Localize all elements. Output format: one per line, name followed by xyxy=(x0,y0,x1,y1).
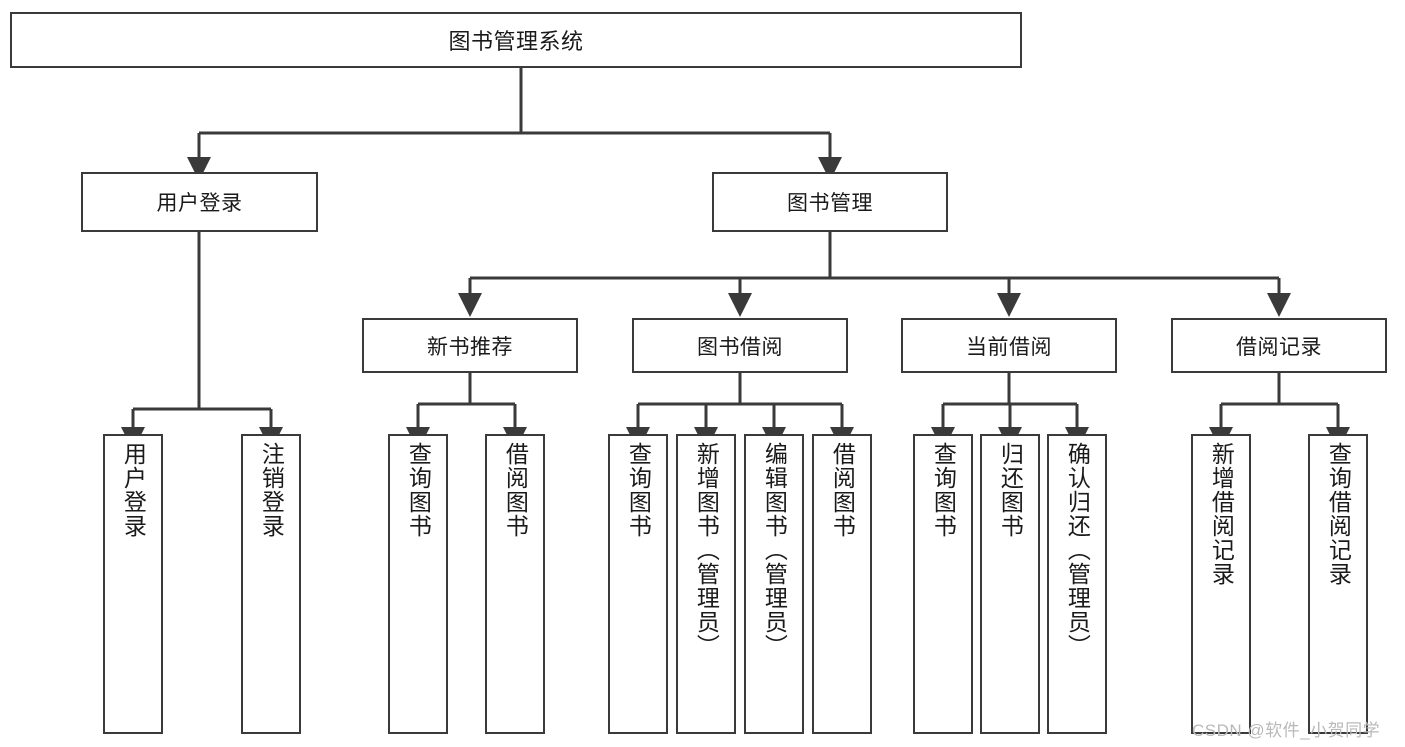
leaf-logout[interactable]: 注销登录 xyxy=(241,434,301,734)
leaf-query-book-borrow-label: 查询图书 xyxy=(625,442,652,538)
node-current-borrow-label: 当前借阅 xyxy=(966,335,1052,359)
node-root[interactable]: 图书管理系统 xyxy=(10,12,1022,68)
node-book-borrow-label: 图书借阅 xyxy=(697,335,783,359)
node-book-borrow[interactable]: 图书借阅 xyxy=(632,318,848,373)
leaf-confirm-return-admin[interactable]: 确认归还（管理员） xyxy=(1047,434,1107,734)
node-user-login[interactable]: 用户登录 xyxy=(81,172,318,232)
leaf-user-login-label: 用户登录 xyxy=(120,442,147,538)
node-borrow-records-label: 借阅记录 xyxy=(1236,335,1322,359)
leaf-confirm-return-admin-label: 确认归还（管理员） xyxy=(1064,442,1091,658)
leaf-borrow-book-recommend[interactable]: 借阅图书 xyxy=(485,434,545,734)
node-user-login-label: 用户登录 xyxy=(156,192,243,215)
leaf-query-book-recommend-label: 查询图书 xyxy=(405,442,432,538)
leaf-user-login[interactable]: 用户登录 xyxy=(103,434,163,734)
leaf-borrow-book-label: 借阅图书 xyxy=(829,442,856,538)
leaf-query-book-recommend[interactable]: 查询图书 xyxy=(388,434,448,734)
node-new-book-recommend[interactable]: 新书推荐 xyxy=(362,318,578,373)
node-root-label: 图书管理系统 xyxy=(448,29,584,54)
leaf-add-book-admin-label: 新增图书（管理员） xyxy=(693,442,720,658)
leaf-return-book[interactable]: 归还图书 xyxy=(980,434,1040,734)
leaf-query-borrow-record[interactable]: 查询借阅记录 xyxy=(1308,434,1368,734)
leaf-add-book-admin[interactable]: 新增图书（管理员） xyxy=(676,434,736,734)
leaf-borrow-book-recommend-label: 借阅图书 xyxy=(502,442,529,538)
node-book-management[interactable]: 图书管理 xyxy=(712,172,948,232)
node-new-book-recommend-label: 新书推荐 xyxy=(427,335,513,359)
leaf-edit-book-admin-label: 编辑图书（管理员） xyxy=(761,442,788,658)
leaf-return-book-label: 归还图书 xyxy=(997,442,1024,538)
leaf-edit-book-admin[interactable]: 编辑图书（管理员） xyxy=(744,434,804,734)
node-book-management-label: 图书管理 xyxy=(787,192,873,215)
node-current-borrow[interactable]: 当前借阅 xyxy=(901,318,1117,373)
csdn-watermark: CSDN @软件_小贺同学 xyxy=(1192,721,1381,740)
leaf-query-book-current-label: 查询图书 xyxy=(930,442,957,538)
leaf-query-book-borrow[interactable]: 查询图书 xyxy=(608,434,668,734)
leaf-query-book-current[interactable]: 查询图书 xyxy=(913,434,973,734)
leaf-add-borrow-record[interactable]: 新增借阅记录 xyxy=(1191,434,1251,734)
leaf-query-borrow-record-label: 查询借阅记录 xyxy=(1325,442,1352,586)
leaf-add-borrow-record-label: 新增借阅记录 xyxy=(1208,442,1235,586)
leaf-borrow-book[interactable]: 借阅图书 xyxy=(812,434,872,734)
leaf-logout-label: 注销登录 xyxy=(258,442,285,538)
node-borrow-records[interactable]: 借阅记录 xyxy=(1171,318,1387,373)
